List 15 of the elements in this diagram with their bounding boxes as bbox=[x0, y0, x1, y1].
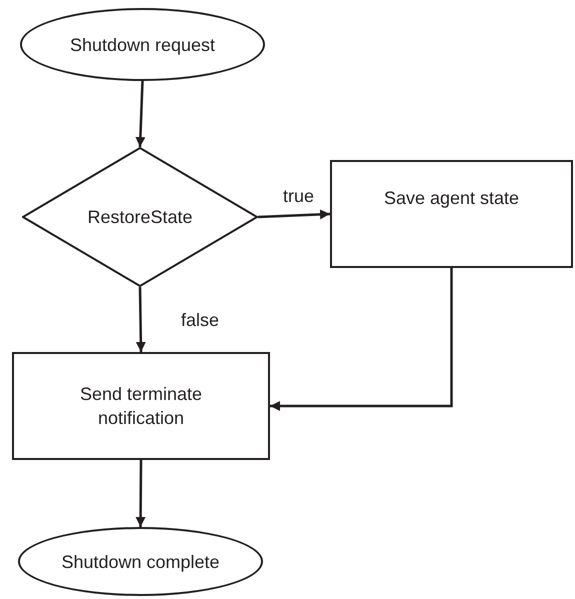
arrow bbox=[135, 80, 146, 148]
node-text: Shutdown request bbox=[70, 34, 216, 56]
node-text: Save agent state bbox=[384, 187, 520, 210]
node-text: RestoreState bbox=[87, 206, 193, 229]
process-box bbox=[12, 352, 270, 460]
decision-diamond bbox=[22, 147, 258, 287]
arrow bbox=[136, 286, 146, 352]
arrow bbox=[136, 460, 146, 527]
edge-label: false bbox=[181, 311, 220, 329]
edge-label: true bbox=[283, 187, 314, 205]
process-box bbox=[330, 160, 573, 268]
node-text: Shutdown complete bbox=[61, 550, 220, 574]
node-text: Send terminate notification bbox=[78, 383, 204, 430]
arrow bbox=[270, 268, 453, 411]
arrow bbox=[258, 209, 330, 220]
